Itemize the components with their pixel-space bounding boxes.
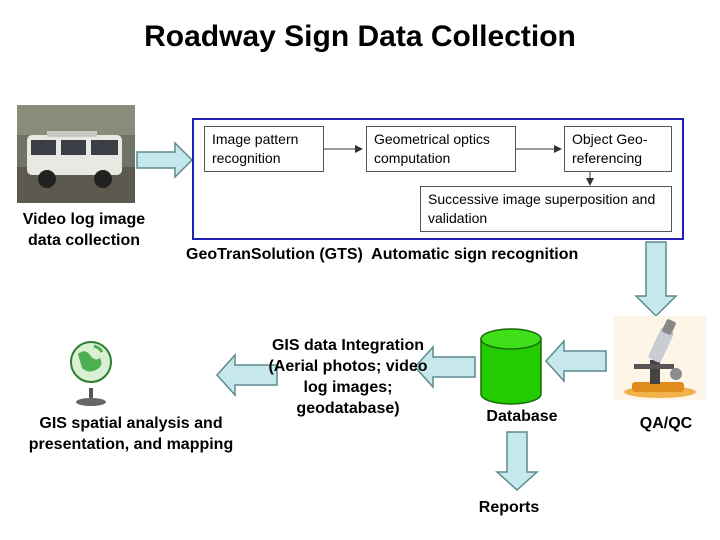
video-log-label: Video log image data collection (22, 211, 146, 249)
gis-integration-label: GIS data Integration (Aerial photos; vid… (268, 337, 428, 417)
qa-qc-label: QA/QC (639, 415, 693, 432)
globe-icon (70, 341, 112, 406)
step-geometrical-optics: Geometrical optics computation (366, 126, 516, 172)
arrow-to-database (544, 339, 607, 383)
gts-caption: GeoTranSolution (GTS) Automatic sign rec… (186, 246, 579, 263)
reports-label: Reports (478, 499, 540, 516)
gts-frame (192, 118, 684, 240)
gis-analysis-label: GIS spatial analysis and presentation, a… (28, 415, 234, 453)
arrow-to-qaqc (634, 241, 678, 318)
arrow-to-gis-integration (413, 345, 476, 389)
arrow-to-reports (495, 431, 539, 492)
van-photo (17, 105, 135, 203)
database-label: Database (486, 408, 558, 425)
arrow-to-gts (136, 141, 194, 179)
page-title: Roadway Sign Data Collection (144, 20, 576, 53)
step-geo-referencing: Object Geo-referencing (564, 126, 672, 172)
microscope-icon (614, 316, 706, 400)
step-image-pattern: Image pattern recognition (204, 126, 324, 172)
arrow-to-gis-analysis (215, 353, 278, 397)
step-superposition: Successive image superposition and valid… (420, 186, 672, 232)
database-icon (480, 328, 542, 405)
